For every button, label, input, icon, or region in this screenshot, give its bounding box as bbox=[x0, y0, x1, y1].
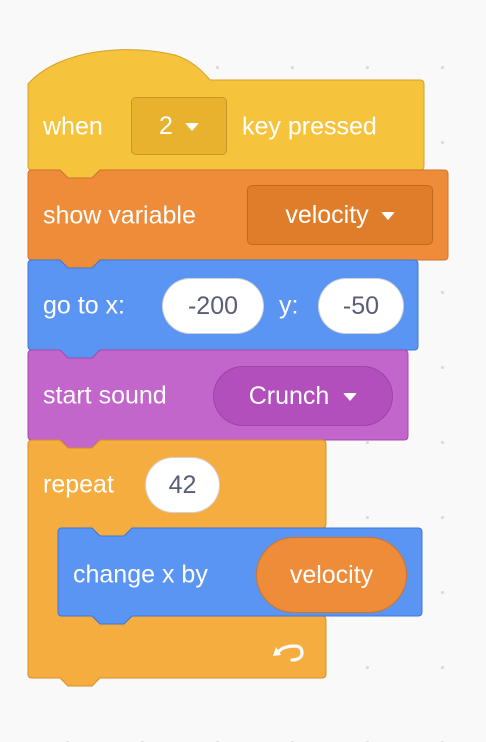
start-sound-label: start sound bbox=[43, 381, 167, 410]
sound-dropdown[interactable]: Crunch bbox=[213, 366, 393, 426]
key-dropdown-value: 2 bbox=[159, 111, 173, 140]
repeat-count-input[interactable]: 42 bbox=[145, 457, 220, 513]
repeat-label: repeat bbox=[43, 470, 114, 499]
variable-dropdown[interactable]: velocity bbox=[247, 185, 433, 245]
key-dropdown[interactable]: 2 bbox=[131, 97, 227, 155]
when-label: when bbox=[43, 112, 103, 141]
chevron-down-icon bbox=[380, 212, 395, 220]
x-input[interactable]: -200 bbox=[162, 278, 264, 334]
y-input[interactable]: -50 bbox=[318, 278, 404, 334]
loop-arrow-icon bbox=[273, 644, 304, 662]
sound-dropdown-value: Crunch bbox=[248, 381, 330, 410]
go-to-x-label: go to x: bbox=[43, 291, 125, 320]
change-x-label: change x by bbox=[73, 560, 208, 589]
chevron-down-icon bbox=[343, 393, 358, 401]
show-variable-label: show variable bbox=[43, 201, 196, 230]
key-pressed-label: key pressed bbox=[242, 112, 377, 141]
velocity-reporter[interactable]: velocity bbox=[256, 537, 407, 613]
chevron-down-icon bbox=[184, 123, 199, 131]
variable-dropdown-value: velocity bbox=[285, 200, 369, 229]
y-label: y: bbox=[279, 291, 299, 320]
velocity-reporter-label: velocity bbox=[289, 560, 374, 589]
